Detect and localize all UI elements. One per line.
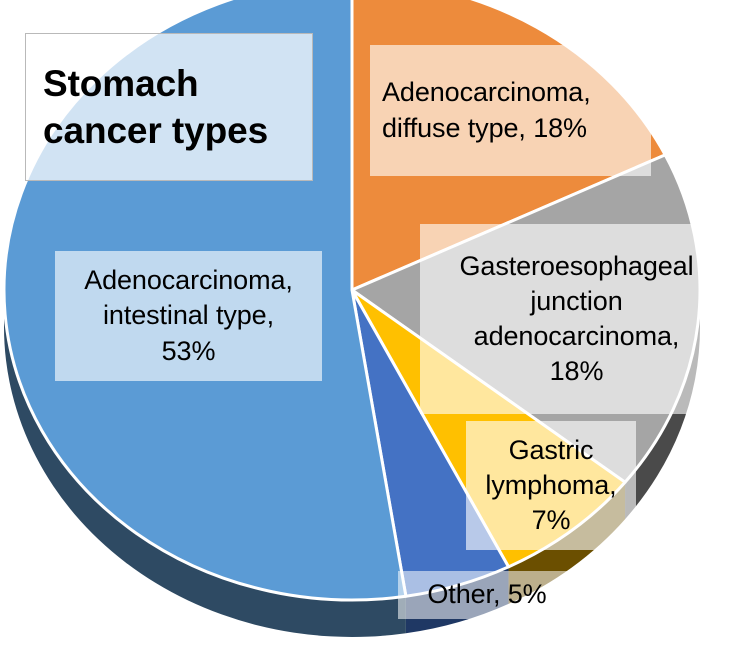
- data-label-line-2: lymphoma,: [485, 469, 617, 500]
- data-label-line-1: Adenocarcinoma,: [84, 265, 293, 296]
- data-label-line-3: 7%: [531, 505, 571, 536]
- data-label-line-1: Other, 5%: [427, 579, 547, 610]
- data-label-other: Other, 5%: [398, 571, 576, 619]
- data-label-line-2: junction: [530, 285, 623, 316]
- data-label-line-3: 53%: [161, 335, 216, 366]
- data-label-adenocarcinoma-diffuse: Adenocarcinoma, diffuse type, 18%: [370, 45, 651, 176]
- chart-title-line-1: Stomach: [43, 62, 199, 104]
- data-label-adenocarcinoma-intestinal: Adenocarcinoma, intestinal type, 53%: [55, 251, 322, 381]
- data-label-line-4: 18%: [549, 356, 604, 387]
- data-label-line-3: adenocarcinoma,: [473, 321, 680, 351]
- data-label-line-1: Gastric: [508, 434, 594, 465]
- side-wall-gasteroesophageal-junction-adenocarcinoma: [625, 290, 700, 520]
- data-label-line-2: intestinal type,: [103, 300, 274, 331]
- chart-title: Stomach cancer types: [25, 33, 313, 181]
- chart-title-line-2: cancer types: [43, 110, 269, 151]
- data-label-line-1: Adenocarcinoma,: [382, 77, 591, 108]
- data-label-gastric-lymphoma: Gastric lymphoma, 7%: [466, 421, 636, 550]
- data-label-gasteroesophageal-junction: Gasteroesophageal junction adenocarcinom…: [420, 224, 733, 414]
- side-wall-adenocarcinoma-intestinal: [4, 290, 406, 637]
- data-label-line-1: Gasteroesophageal: [459, 250, 694, 281]
- data-label-line-2: diffuse type, 18%: [382, 112, 587, 143]
